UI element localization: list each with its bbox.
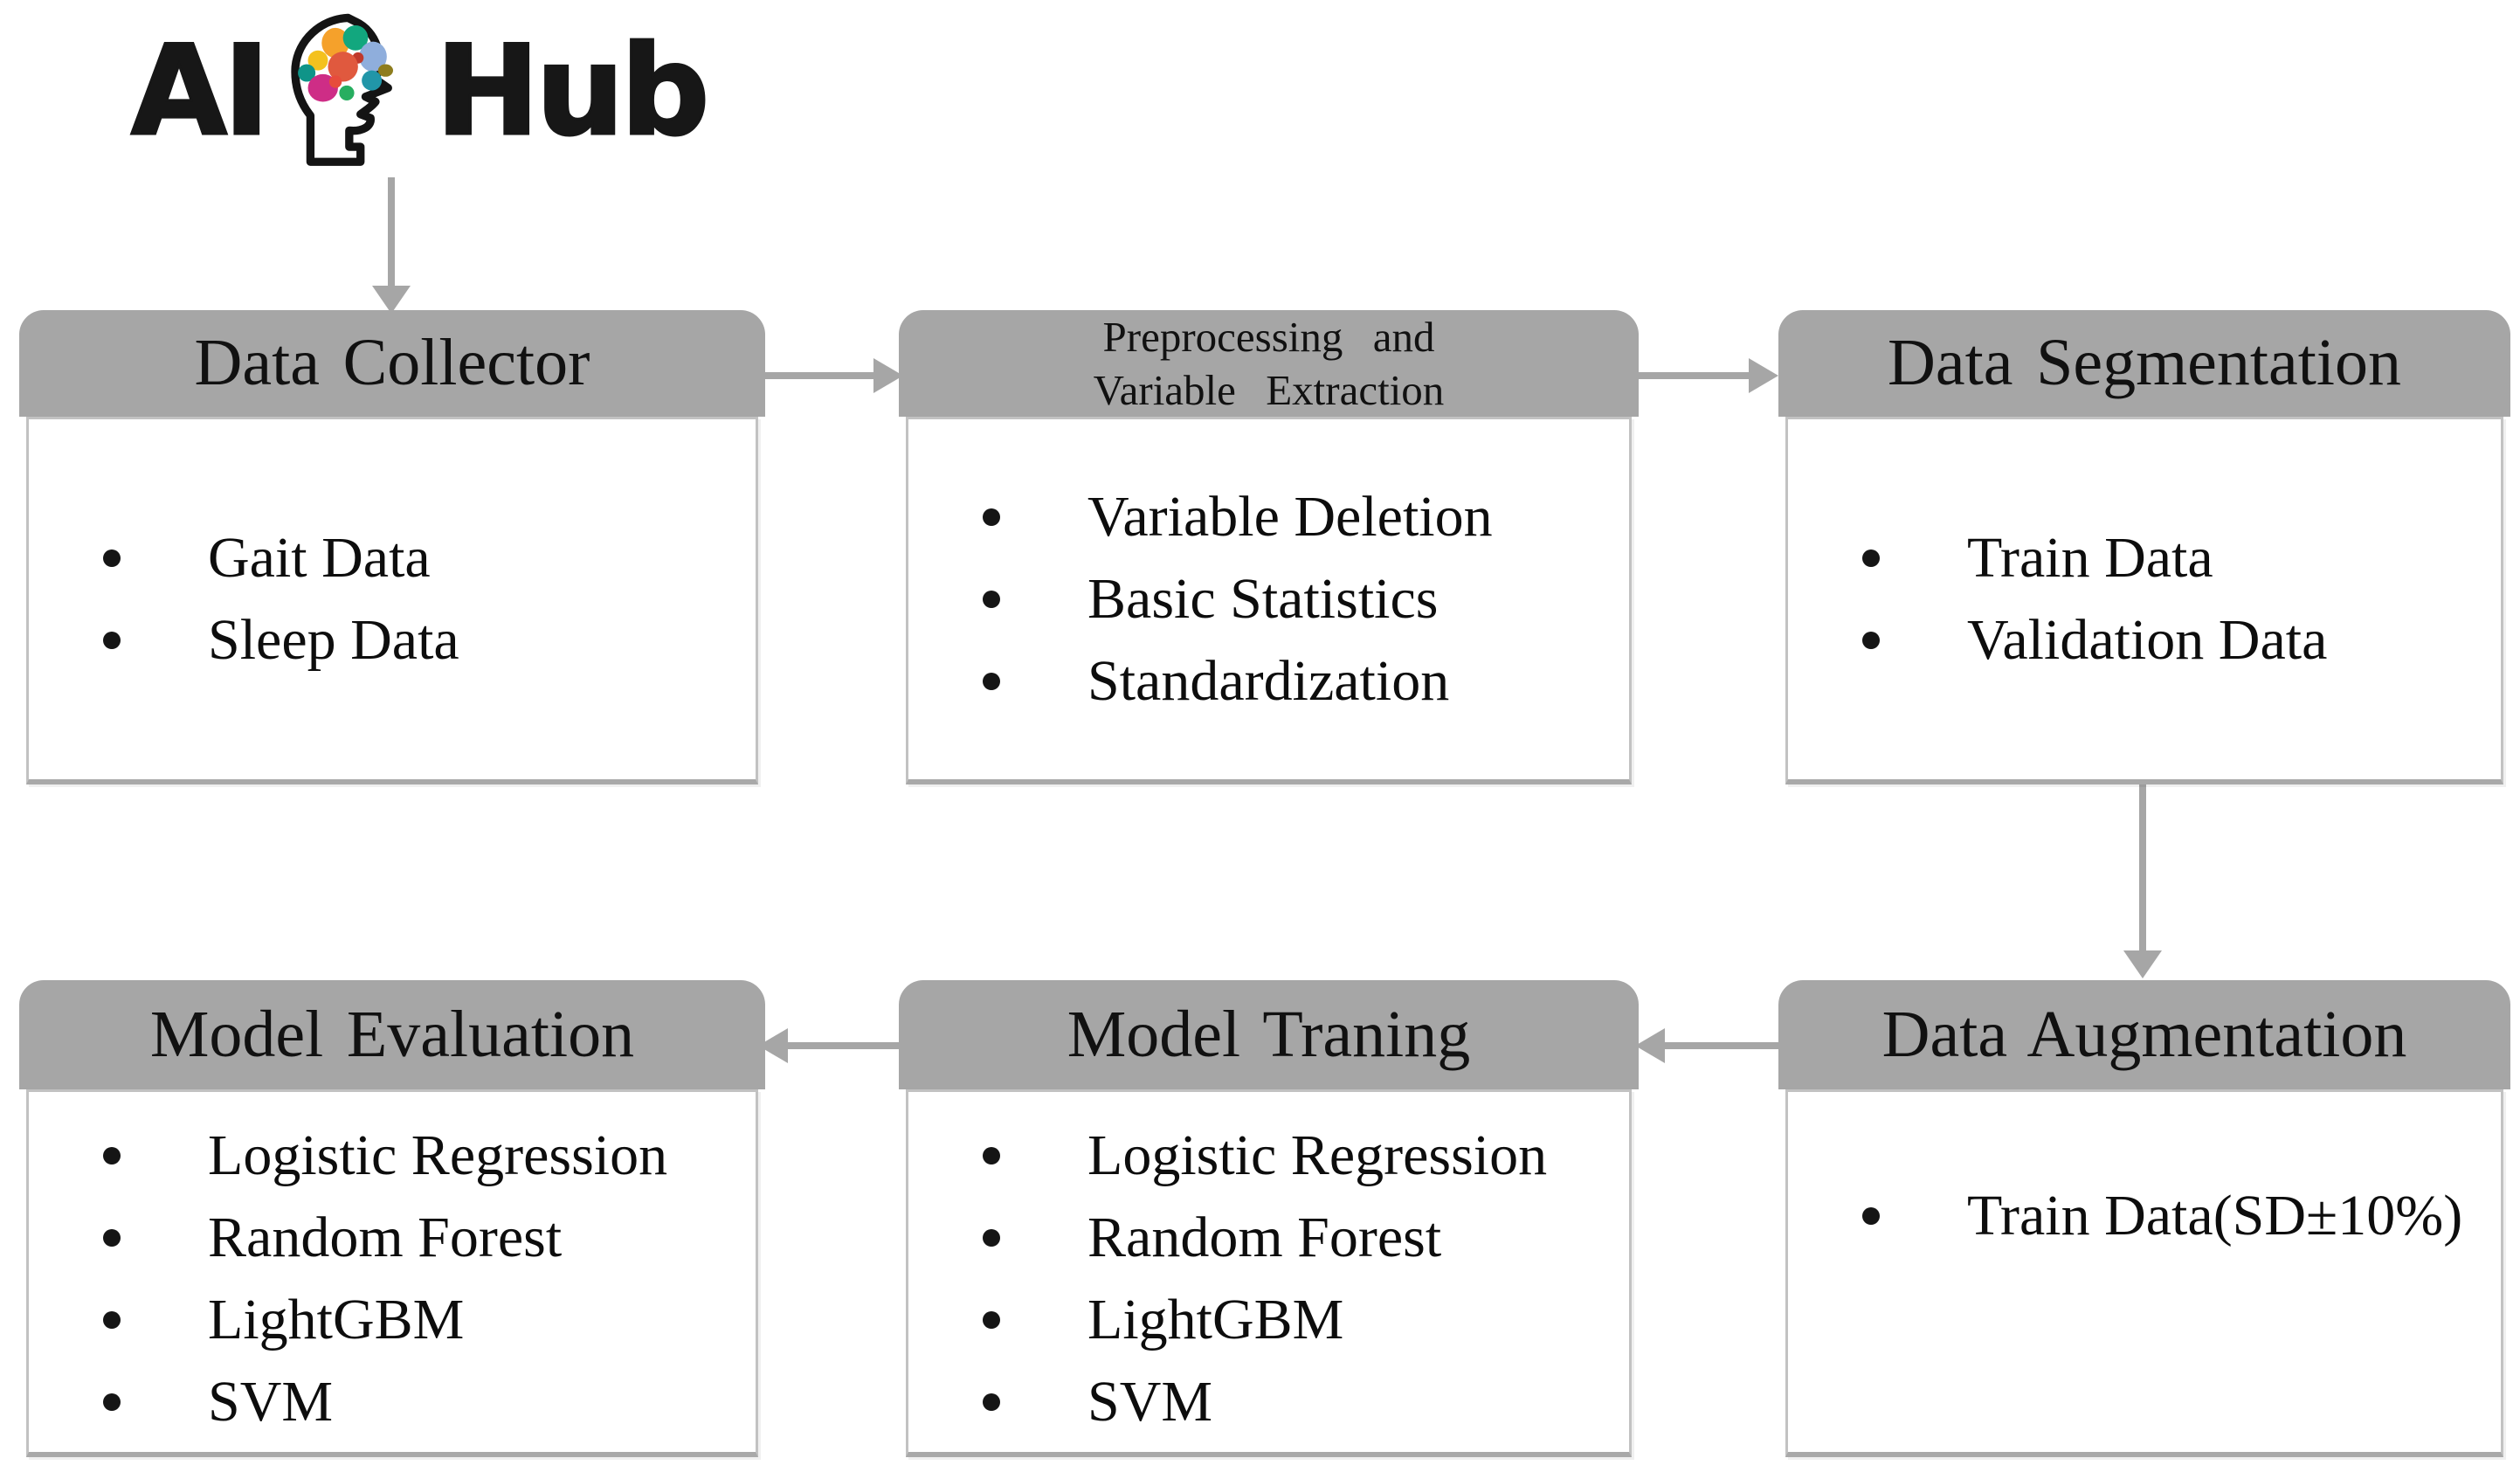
box-header: Data Segmentation [1778,310,2510,417]
logo-text-hub: Hub [434,19,711,163]
list-item: LightGBM [103,1279,738,1361]
box-header: Data Augmentation [1778,980,2510,1089]
list-item: Logistic Regression [103,1115,738,1197]
box-header: Preprocessing and Variable Extraction [899,310,1639,417]
arrow-head [372,286,411,314]
list-item: Logistic Regression [983,1115,1612,1197]
arrow-line [1635,372,1752,379]
list-item: SVM [983,1361,1612,1443]
list-item: Sleep Data [103,599,738,681]
list-item: Standardization [983,640,1612,722]
box-items: Train Data(SD±10%) [1788,1175,2501,1257]
list-item: Random Forest [983,1197,1612,1279]
box-header: Model Traning [899,980,1639,1089]
arrow-head [1635,1028,1665,1063]
arrow-line [786,1042,901,1049]
arrow-line [762,372,879,379]
box-header: Data Collector [19,310,765,417]
arrow-head [2123,950,2162,978]
ai-hub-logo: AI Hub [130,9,711,175]
box-title: Model Traning [1067,997,1471,1071]
list-item: Train Data(SD±10%) [1862,1175,2483,1257]
box-title: Model Evaluation [149,997,635,1071]
logo-text-ai: AI [130,19,272,163]
box-title: Data Augmentation [1881,997,2407,1071]
list-item: LightGBM [983,1279,1612,1361]
list-item: Train Data [1862,517,2483,599]
list-item: Basic Statistics [983,558,1612,640]
list-item: SVM [103,1361,738,1443]
list-item: Validation Data [1862,599,2483,681]
box-title: Data Collector [194,326,590,400]
arrow-head [1749,358,1778,393]
list-item: Gait Data [103,517,738,599]
box-body: Train Data(SD±10%) [1785,1089,2503,1457]
head-brain-icon [291,13,393,166]
box-title: Preprocessing and Variable Extraction [1093,312,1445,414]
arrow-line [388,177,395,288]
arrow-line [1663,1042,1778,1049]
box-header: Model Evaluation [19,980,765,1089]
arrow-line [2139,784,2146,952]
list-item: Variable Deletion [983,476,1612,558]
list-item: Random Forest [103,1197,738,1279]
arrow-head [873,358,903,393]
box-title: Data Segmentation [1888,326,2401,400]
